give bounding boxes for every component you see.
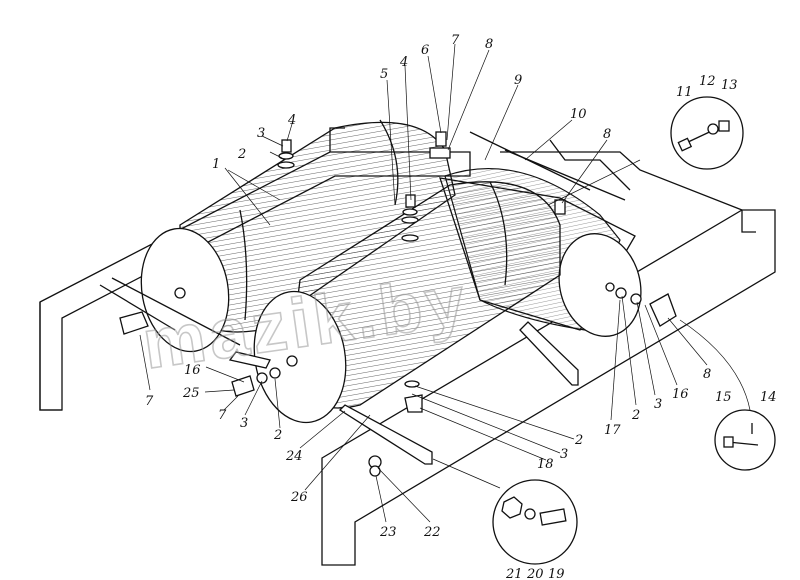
callout-6: 6	[421, 43, 429, 58]
callout-25: 25	[182, 386, 200, 401]
callout-23: 23	[379, 525, 397, 540]
callout-14: 14	[760, 390, 777, 405]
tank-brackets	[99, 131, 631, 465]
callout-3: 3	[240, 416, 248, 431]
callout-13: 13	[721, 78, 738, 93]
detail-bubble-bolt-19-21	[432, 458, 578, 565]
callout-3: 3	[257, 126, 265, 141]
callout-26: 26	[290, 490, 308, 505]
callout-8: 8	[703, 367, 711, 382]
callout-18: 18	[537, 457, 554, 472]
callout-9: 9	[514, 73, 522, 88]
callout-10: 10	[570, 107, 587, 122]
callout-11: 11	[676, 85, 693, 100]
callout-8: 8	[485, 37, 493, 52]
callout-2: 2	[631, 408, 640, 423]
callout-22: 22	[423, 525, 441, 540]
callout-3: 3	[654, 397, 662, 412]
leader-lines	[139, 43, 708, 523]
callout-2: 2	[273, 428, 282, 443]
callout-16: 16	[672, 387, 689, 402]
air-tank-left	[140, 119, 456, 353]
callout-12: 12	[699, 74, 716, 89]
callout-21: 21	[505, 567, 523, 580]
callout-15: 15	[715, 390, 732, 405]
air-tank-front	[253, 181, 561, 424]
callout-17: 17	[604, 423, 621, 438]
callout-24: 24	[285, 449, 303, 464]
valves-and-fittings	[119, 131, 677, 477]
callout-7: 7	[451, 33, 460, 48]
callout-8: 8	[603, 127, 611, 142]
callout-7: 7	[218, 408, 227, 423]
callout-4: 4	[287, 113, 296, 128]
callout-labels: 1 2 3 4 5 4 6 7 8 9 10 8 11 12 13 7 16 2…	[145, 33, 777, 580]
detail-bubble-bolt-14-15	[679, 319, 776, 471]
callout-20: 20	[526, 567, 544, 580]
callout-1: 1	[212, 157, 220, 172]
callout-16: 16	[184, 363, 201, 378]
callout-5: 5	[380, 67, 388, 82]
callout-19: 19	[548, 567, 565, 580]
callout-2: 2	[574, 433, 583, 448]
callout-2: 2	[237, 147, 246, 162]
callout-3: 3	[560, 447, 568, 462]
detail-bubble-bolt-11-13	[547, 96, 744, 206]
callout-7: 7	[145, 394, 154, 409]
callout-4: 4	[399, 55, 408, 70]
